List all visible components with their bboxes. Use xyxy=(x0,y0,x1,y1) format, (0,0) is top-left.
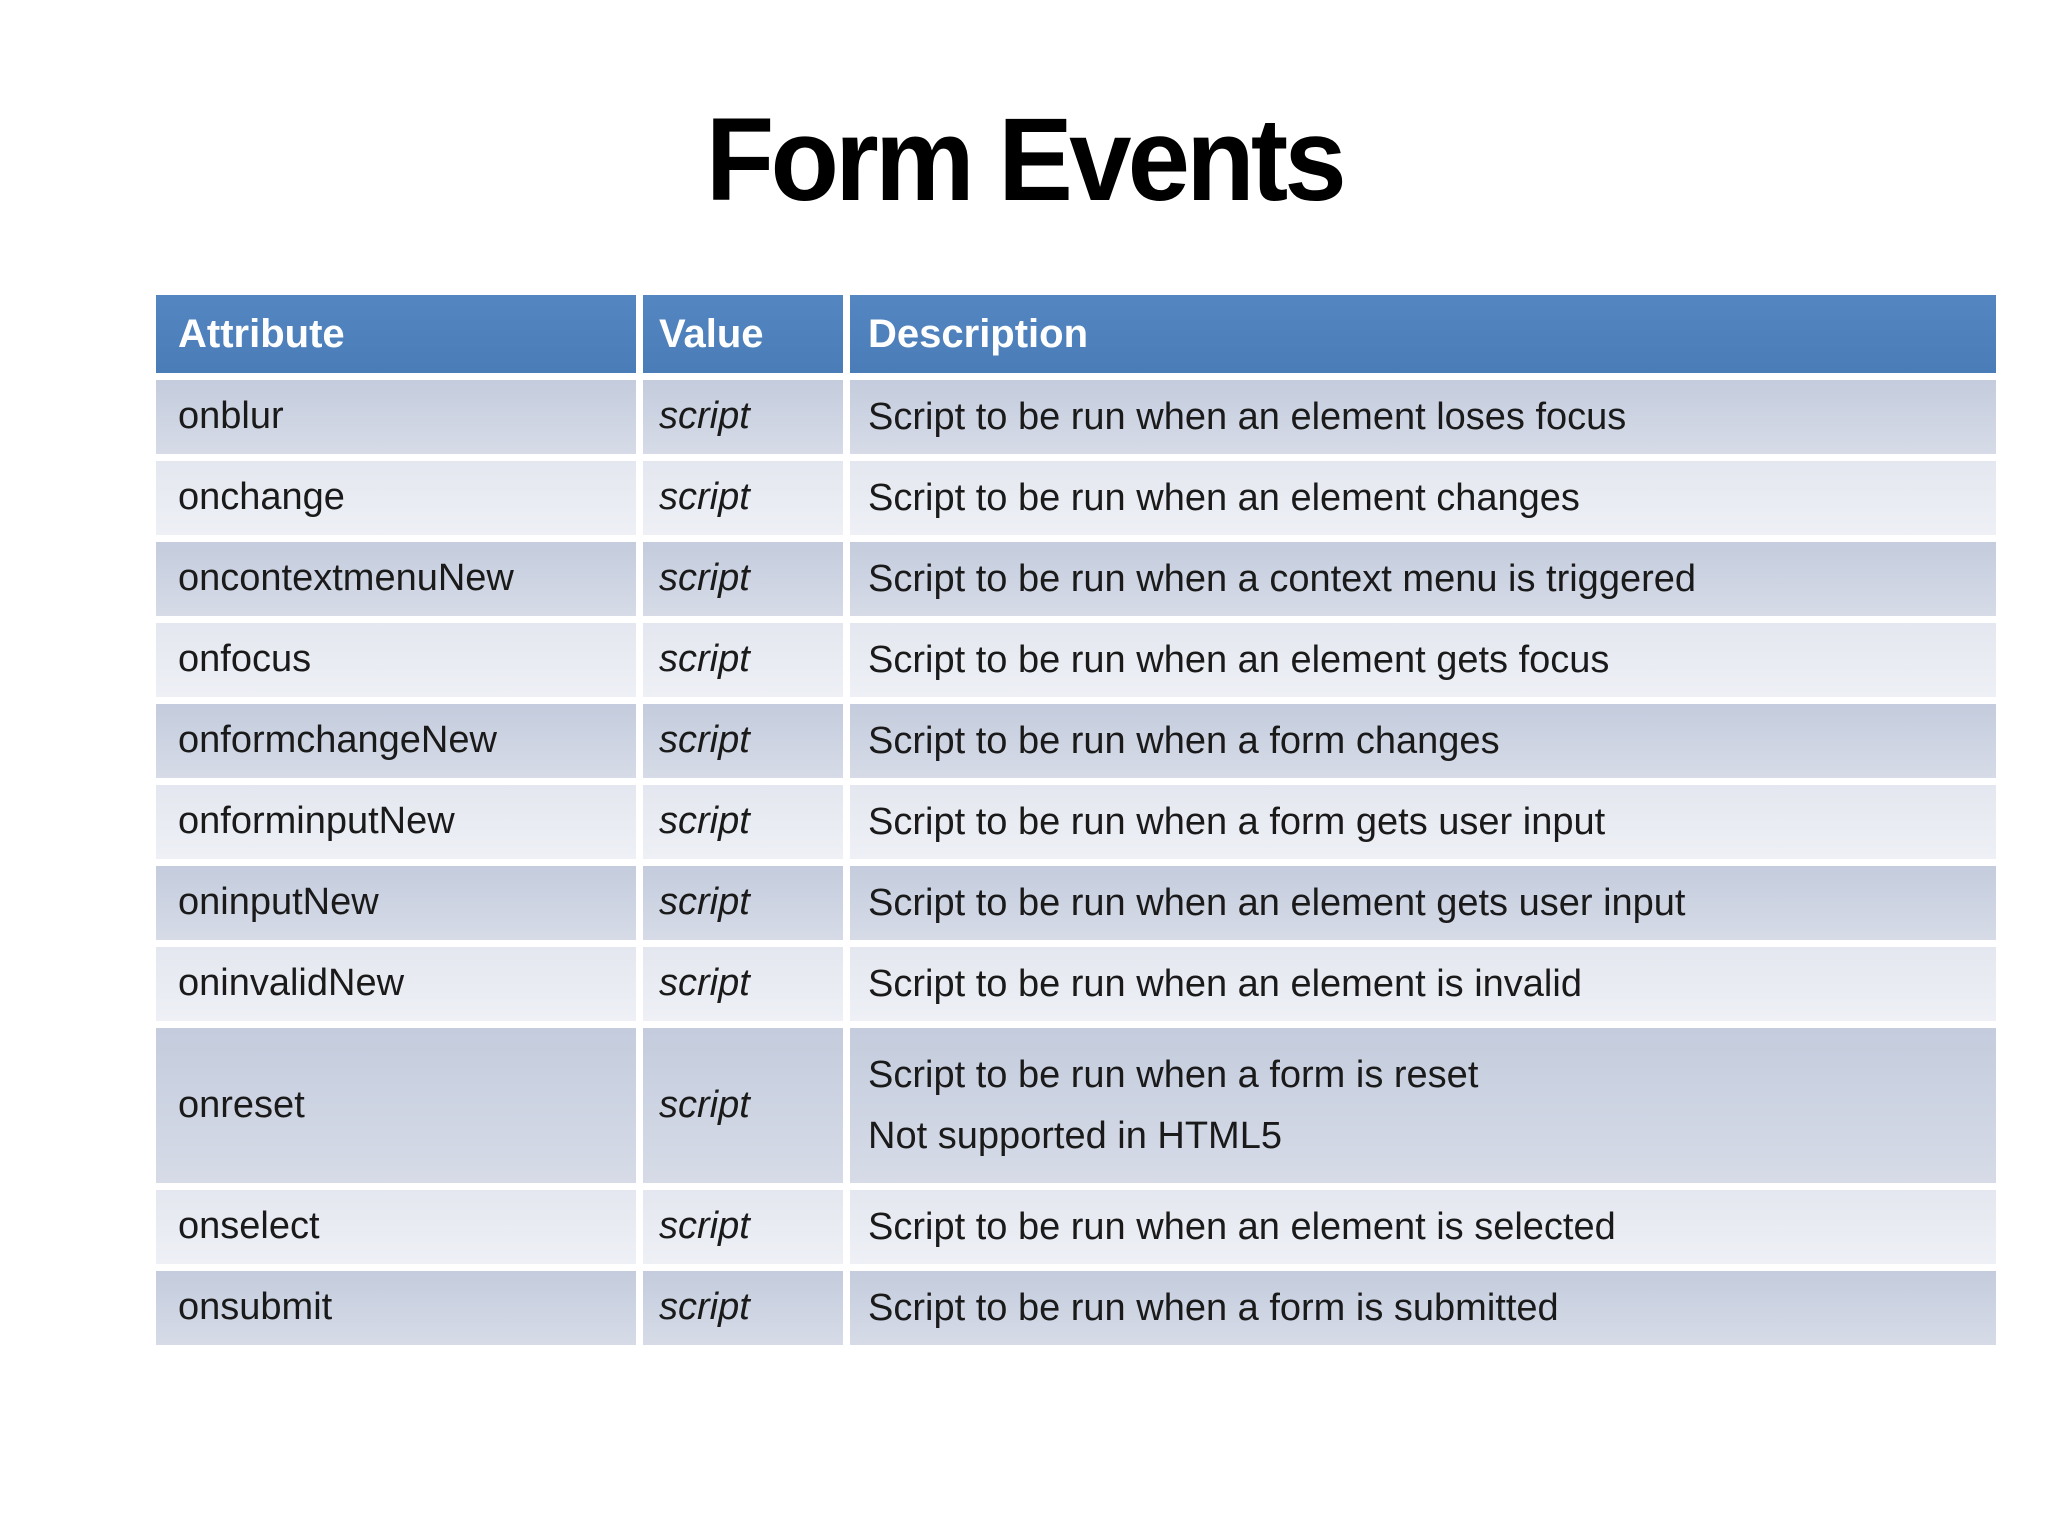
attribute-cell: onreset xyxy=(156,1028,636,1183)
description-cell: Script to be run when an element gets us… xyxy=(850,866,1996,940)
attribute-cell: onchange xyxy=(156,461,636,535)
description-cell: Script to be run when an element gets fo… xyxy=(850,623,1996,697)
column-header-attribute: Attribute xyxy=(156,295,636,373)
value-cell: script xyxy=(643,380,843,454)
attribute-cell: onforminputNew xyxy=(156,785,636,859)
attribute-cell: oninputNew xyxy=(156,866,636,940)
attribute-cell: onfocus xyxy=(156,623,636,697)
attribute-cell: onformchangeNew xyxy=(156,704,636,778)
description-cell: Script to be run when a form is reset No… xyxy=(850,1028,1996,1183)
page-title: Form Events xyxy=(705,94,1346,226)
description-line: Not supported in HTML5 xyxy=(868,1114,1282,1157)
description-line: Script to be run when an element is inva… xyxy=(868,962,1582,1005)
value-cell: script xyxy=(643,1028,843,1183)
value-cell: script xyxy=(643,542,843,616)
value-cell: script xyxy=(643,623,843,697)
description-line: Script to be run when an element gets us… xyxy=(868,881,1686,924)
description-line: Script to be run when an element gets fo… xyxy=(868,638,1610,681)
value-cell: script xyxy=(643,1271,843,1345)
value-cell: script xyxy=(643,785,843,859)
value-cell: script xyxy=(643,866,843,940)
attribute-cell: oninvalidNew xyxy=(156,947,636,1021)
title-area: Form Events xyxy=(0,92,2048,228)
description-cell: Script to be run when a form changes xyxy=(850,704,1996,778)
description-line: Script to be run when a context menu is … xyxy=(868,557,1697,600)
column-header-description: Description xyxy=(850,295,1996,373)
description-cell: Script to be run when an element loses f… xyxy=(850,380,1996,454)
attribute-cell: oncontextmenuNew xyxy=(156,542,636,616)
description-cell: Script to be run when a context menu is … xyxy=(850,542,1996,616)
value-cell: script xyxy=(643,461,843,535)
column-header-value: Value xyxy=(643,295,843,373)
description-cell: Script to be run when an element is sele… xyxy=(850,1190,1996,1264)
form-events-table: Attribute Value Description onblur scrip… xyxy=(156,295,1996,1345)
description-line: Script to be run when a form is submitte… xyxy=(868,1286,1559,1329)
description-line: Script to be run when an element loses f… xyxy=(868,395,1627,438)
attribute-cell: onsubmit xyxy=(156,1271,636,1345)
value-cell: script xyxy=(643,704,843,778)
description-line: Script to be run when a form is reset xyxy=(868,1053,1479,1096)
description-cell: Script to be run when an element is inva… xyxy=(850,947,1996,1021)
description-line: Script to be run when an element is sele… xyxy=(868,1205,1616,1248)
attribute-cell: onselect xyxy=(156,1190,636,1264)
description-line: Script to be run when a form gets user i… xyxy=(868,800,1606,843)
description-line: Script to be run when an element changes xyxy=(868,476,1580,519)
description-cell: Script to be run when a form gets user i… xyxy=(850,785,1996,859)
description-cell: Script to be run when an element changes xyxy=(850,461,1996,535)
description-line: Script to be run when a form changes xyxy=(868,719,1500,762)
value-cell: script xyxy=(643,947,843,1021)
value-cell: script xyxy=(643,1190,843,1264)
attribute-cell: onblur xyxy=(156,380,636,454)
description-cell: Script to be run when a form is submitte… xyxy=(850,1271,1996,1345)
